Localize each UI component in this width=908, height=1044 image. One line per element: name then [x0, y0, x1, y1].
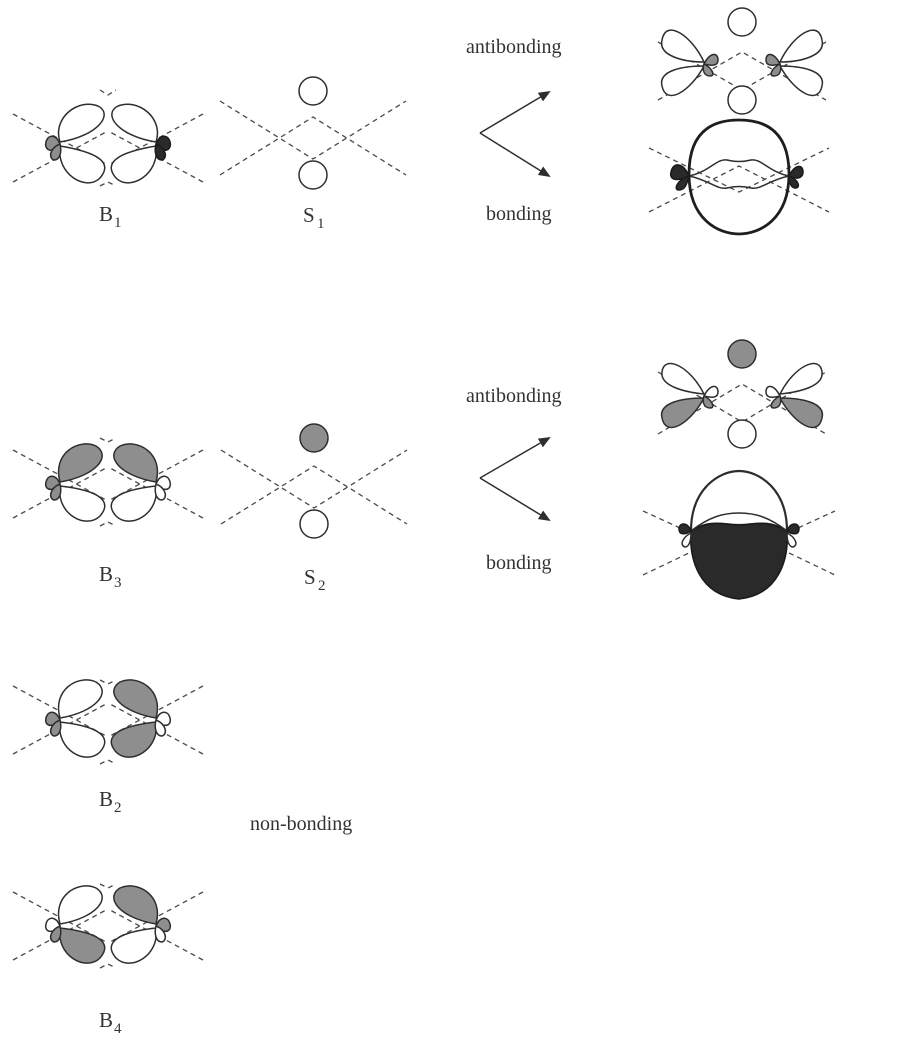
middle-splitting-arrows [479, 436, 551, 522]
svg-text:S: S [303, 203, 315, 227]
b2-right-lobes [110, 679, 172, 758]
non-bonding-label: non-bonding [250, 813, 352, 835]
b2-left-lobes [44, 679, 106, 758]
svg-text:3: 3 [114, 575, 122, 591]
svg-text:1: 1 [114, 215, 122, 231]
b1-orbital [12, 89, 204, 187]
s2-orbital [220, 423, 408, 539]
b1-left-lobes [44, 103, 106, 184]
b3-label: B 3 [99, 562, 122, 591]
svg-text:S: S [304, 565, 316, 589]
bonding-label-middle: bonding [486, 552, 552, 574]
b1-label: B 1 [99, 202, 122, 231]
s2-label: S 2 [304, 565, 326, 594]
antibonding-mo-middle [657, 339, 827, 449]
s2-top-lobe [299, 423, 329, 453]
s1-top-lobe [298, 76, 328, 106]
b4-right-lobes [110, 885, 172, 964]
b3-right-lobes [110, 443, 172, 522]
svg-text:1: 1 [317, 216, 325, 232]
svg-text:B: B [99, 787, 113, 811]
antibonding-label-middle: antibonding [466, 385, 562, 407]
svg-text:2: 2 [318, 578, 326, 594]
svg-text:B: B [99, 202, 113, 226]
svg-text:B: B [99, 562, 113, 586]
b2-label: B 2 [99, 787, 122, 816]
s1-bottom-lobe [298, 160, 328, 190]
bonding-mo-top [648, 118, 830, 236]
svg-text:B: B [99, 1008, 113, 1032]
s2-bottom-lobe [299, 509, 329, 539]
svg-text:4: 4 [114, 1021, 122, 1037]
bonding-mo-middle [642, 469, 836, 600]
s1-orbital [219, 76, 407, 190]
top-splitting-arrows [479, 90, 551, 178]
b4-label: B 4 [99, 1008, 122, 1037]
b4-orbital [12, 883, 204, 969]
b4-left-lobes [44, 885, 106, 964]
b1-right-lobes [110, 103, 172, 184]
b3-orbital [12, 437, 204, 527]
s1-label: S 1 [303, 203, 325, 232]
bonding-label-top: bonding [486, 203, 552, 225]
antibonding-label-top: antibonding [466, 36, 562, 58]
b2-orbital [12, 679, 204, 765]
svg-text:2: 2 [114, 800, 122, 816]
antibonding-mo-top [657, 7, 827, 115]
b3-left-lobes [44, 443, 106, 522]
